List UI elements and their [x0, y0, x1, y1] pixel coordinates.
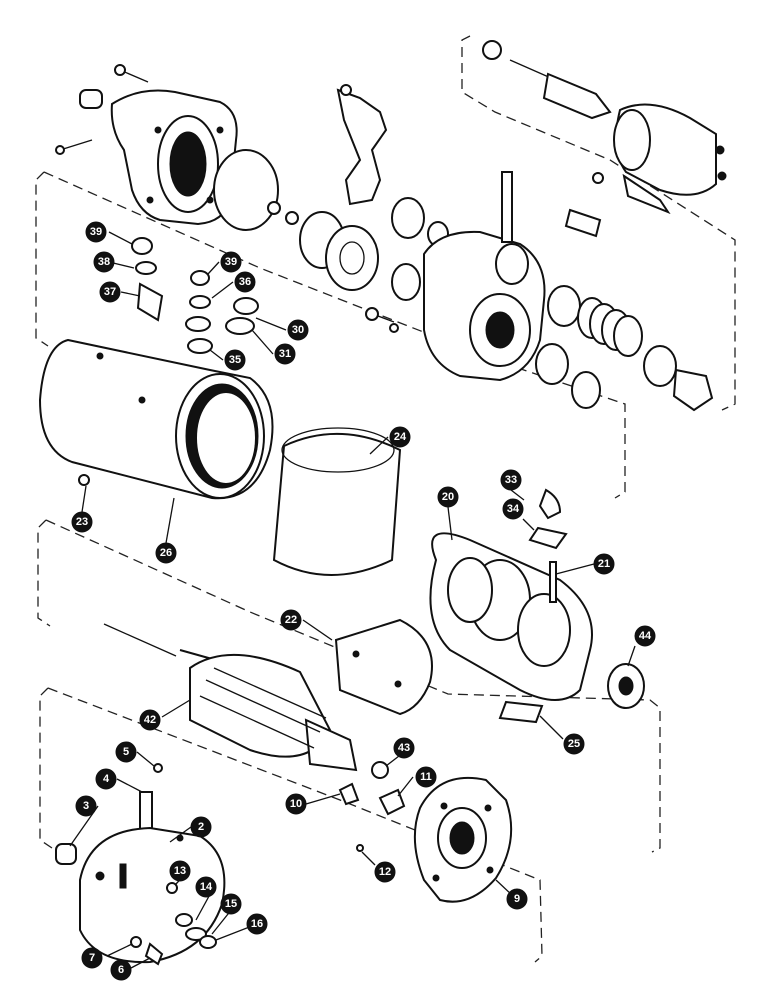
svg-text:37: 37: [104, 286, 116, 298]
bushing: [79, 89, 103, 109]
commutator-end-frame: [413, 776, 513, 903]
callout-7: 7: [81, 947, 103, 969]
callout-44: 44: [634, 625, 656, 647]
svg-text:20: 20: [442, 491, 454, 503]
callout-26: 26: [155, 542, 177, 564]
callout-15: 15: [220, 893, 242, 915]
svg-text:14: 14: [200, 881, 213, 893]
dashed-group-lines: [35, 35, 736, 963]
callout-3: 3: [75, 795, 97, 817]
svg-text:11: 11: [420, 771, 432, 783]
svg-text:16: 16: [251, 918, 263, 930]
callout-2: 2: [190, 816, 212, 838]
bearing-44: [607, 663, 645, 709]
svg-text:3: 3: [83, 800, 89, 812]
callout-39a: 39: [85, 221, 107, 243]
callout-20: 20: [437, 486, 459, 508]
armature: [103, 623, 358, 772]
svg-text:34: 34: [507, 503, 520, 515]
callout-16: 16: [246, 913, 268, 935]
callout-31: 31: [274, 343, 296, 365]
solenoid-housing: [423, 230, 546, 382]
leader-lines: [69, 231, 636, 969]
callouts: 39 38 37 39 36 30 31 35 24 23 26 33 34 2…: [71, 221, 656, 981]
svg-text:5: 5: [123, 746, 129, 758]
callout-4: 4: [95, 768, 117, 790]
callout-21: 21: [593, 553, 615, 575]
svg-text:44: 44: [639, 630, 652, 642]
callout-33: 33: [500, 469, 522, 491]
callout-36: 36: [234, 271, 256, 293]
svg-text:30: 30: [292, 324, 304, 336]
callout-43: 43: [393, 737, 415, 759]
svg-text:21: 21: [598, 558, 610, 570]
svg-text:10: 10: [290, 798, 302, 810]
solenoid: [592, 103, 727, 215]
svg-text:26: 26: [160, 547, 172, 559]
nut-washer-set: [131, 237, 259, 354]
svg-text:39: 39: [225, 256, 237, 268]
brush-holders: [338, 761, 406, 852]
callout-30: 30: [287, 319, 309, 341]
svg-text:12: 12: [379, 866, 391, 878]
svg-text:42: 42: [144, 714, 156, 726]
svg-text:4: 4: [103, 773, 110, 785]
svg-text:38: 38: [98, 256, 110, 268]
svg-text:2: 2: [198, 821, 204, 833]
shift-lever: [336, 84, 388, 206]
screw-top: [55, 64, 149, 155]
svg-text:39: 39: [90, 226, 102, 238]
callout-22: 22: [280, 609, 302, 631]
callout-37: 37: [99, 281, 121, 303]
drive-housing: [110, 89, 238, 226]
field-frame: [38, 338, 274, 500]
callout-25: 25: [563, 733, 585, 755]
svg-text:25: 25: [568, 738, 580, 750]
field-coils: [429, 488, 593, 724]
callout-6: 6: [110, 959, 132, 981]
callout-12: 12: [374, 861, 396, 883]
svg-text:33: 33: [505, 474, 517, 486]
svg-text:13: 13: [174, 865, 186, 877]
callout-35: 35: [224, 349, 246, 371]
o-ring-seal: [213, 149, 279, 231]
svg-text:43: 43: [398, 742, 410, 754]
drive-pinion: [299, 211, 379, 291]
svg-text:24: 24: [394, 431, 407, 443]
svg-text:35: 35: [229, 354, 241, 366]
callout-10: 10: [285, 793, 307, 815]
callout-24: 24: [389, 426, 411, 448]
svg-text:9: 9: [514, 893, 520, 905]
svg-text:23: 23: [76, 516, 88, 528]
insulating-band: [272, 427, 402, 576]
return-spring: [535, 285, 714, 412]
callout-42: 42: [139, 709, 161, 731]
center-washers: [391, 197, 449, 301]
callout-39b: 39: [220, 251, 242, 273]
callout-34: 34: [502, 498, 524, 520]
svg-text:36: 36: [239, 276, 251, 288]
callout-14: 14: [195, 876, 217, 898]
svg-text:7: 7: [89, 952, 95, 964]
callout-5: 5: [115, 741, 137, 763]
callout-9: 9: [506, 888, 528, 910]
small-washers-top: [267, 40, 502, 225]
callout-23: 23: [71, 511, 93, 533]
svg-text:22: 22: [285, 614, 297, 626]
svg-text:31: 31: [279, 348, 291, 360]
callout-38: 38: [93, 251, 115, 273]
callout-13: 13: [169, 860, 191, 882]
pole-shoe: [334, 618, 433, 716]
end-plate-fasteners: [130, 882, 217, 966]
svg-text:6: 6: [118, 964, 124, 976]
plunger-shaft: [509, 59, 612, 120]
svg-text:15: 15: [225, 898, 237, 910]
stud-and-bolt: [365, 171, 602, 333]
end-plate: [79, 826, 226, 964]
callout-11: 11: [415, 766, 437, 788]
